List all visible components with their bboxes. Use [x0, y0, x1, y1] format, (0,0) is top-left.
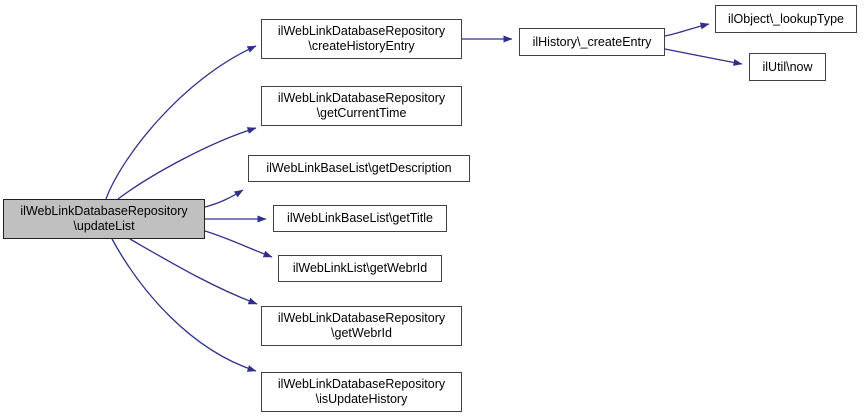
graph-node-label: ilObject\_lookupType [727, 11, 845, 26]
graph-node-label: ilWebLinkDatabaseRepository \isUpdateHis… [277, 377, 446, 406]
graph-node-isUpdateHistory[interactable]: ilWebLinkDatabaseRepository \isUpdateHis… [261, 372, 462, 412]
graph-edge-root-to-getCurrentTime [117, 127, 257, 200]
graph-node-getCurrentTime[interactable]: ilWebLinkDatabaseRepository \getCurrentT… [261, 86, 462, 126]
graph-node-label: ilUtil\now [762, 59, 813, 74]
graph-edge-root-to-isUpdateHistory [111, 238, 257, 372]
graph-node-getTitle[interactable]: ilWebLinkBaseList\getTitle [273, 205, 447, 232]
graph-node-root[interactable]: ilWebLinkDatabaseRepository \updateList [3, 199, 205, 239]
graph-node-getWebrIdList[interactable]: ilWebLinkList\getWebrId [278, 255, 442, 282]
graph-node-createEntry[interactable]: ilHistory\_createEntry [519, 28, 665, 56]
graph-node-label: ilWebLinkDatabaseRepository \createHisto… [277, 24, 446, 53]
graph-node-label: ilWebLinkList\getWebrId [292, 261, 428, 275]
graph-node-label: ilWebLinkBaseList\getDescription [266, 161, 452, 175]
graph-node-getDescription[interactable]: ilWebLinkBaseList\getDescription [248, 155, 470, 182]
graph-node-lookupType[interactable]: ilObject\_lookupType [715, 5, 857, 33]
graph-edge-root-to-getWebrIdRepo [129, 238, 258, 305]
graph-node-getWebrIdRepo[interactable]: ilWebLinkDatabaseRepository \getWebrId [261, 306, 462, 346]
graph-edge-createEntry-to-lookupType [664, 22, 710, 37]
graph-node-label: ilWebLinkDatabaseRepository \getWebrId [277, 311, 446, 340]
graph-edge-root-to-getDescription [204, 189, 244, 208]
graph-node-label: ilWebLinkDatabaseRepository \updateList [20, 204, 188, 233]
graph-node-label: ilWebLinkBaseList\getTitle [287, 211, 433, 225]
graph-node-createHistoryEntry[interactable]: ilWebLinkDatabaseRepository \createHisto… [261, 19, 462, 59]
graph-node-now[interactable]: ilUtil\now [749, 53, 826, 81]
graph-edge-root-to-createHistoryEntry [105, 45, 257, 200]
graph-node-label: ilHistory\_createEntry [532, 34, 652, 49]
graph-edge-root-to-getWebrIdList [204, 230, 273, 258]
graph-node-label: ilWebLinkDatabaseRepository \getCurrentT… [277, 91, 446, 120]
graph-edge-createEntry-to-now [664, 48, 743, 66]
